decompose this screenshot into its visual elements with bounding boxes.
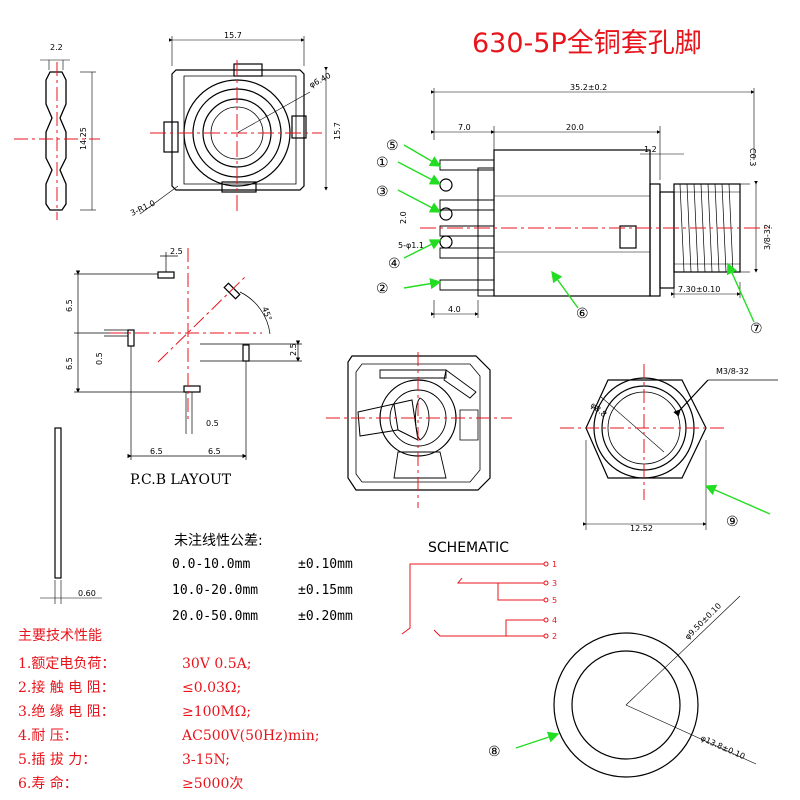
- profile-dim-c: 1.2: [644, 145, 657, 154]
- spec-value: ≥5000次: [182, 776, 243, 792]
- internal-centerlines: [326, 352, 512, 508]
- tolerance-title: 未注线性公差:: [174, 533, 263, 549]
- pcb-dim-1: 2.5: [170, 247, 183, 256]
- pcb-dim-2: 6.5: [65, 299, 74, 312]
- callout-1: ①: [376, 155, 389, 171]
- washer-view: [553, 595, 757, 778]
- schematic-lines: [401, 561, 549, 639]
- pcb-layout: [74, 252, 302, 460]
- side-profile: [431, 88, 758, 318]
- front-radius: 3-R1.0: [129, 199, 157, 218]
- profile-callout-arrows: [397, 144, 755, 323]
- spec-value: 3-15N;: [182, 752, 230, 768]
- title: 630-5P全铜套孔脚: [472, 28, 702, 59]
- profile-dim-e: 2.0: [399, 211, 408, 224]
- spec-value: ≥100MΩ;: [182, 704, 251, 720]
- callout-5: ⑤: [386, 138, 399, 154]
- tolerance-value: ±0.15mm: [298, 583, 353, 598]
- callout-9-arrow: [704, 484, 771, 515]
- schematic-pin-5: 5: [552, 596, 557, 605]
- profile-chamfer: C0.3: [748, 148, 757, 166]
- spec-label: 6.寿 命：: [18, 775, 78, 792]
- tolerance-range: 0.0-10.0mm: [172, 557, 250, 572]
- callout-7: ⑦: [750, 321, 763, 337]
- tolerance-rows: 0.0-10.0mm ±0.10mm 10.0-20.0mm ±0.15mm 2…: [172, 557, 353, 624]
- profile-dim-a: 7.0: [458, 123, 471, 132]
- spec-label: 1.额定电负荷：: [18, 656, 115, 672]
- profile-overall-dim: 35.2±0.2: [570, 83, 607, 92]
- side-view: [40, 59, 96, 211]
- callout-3: ③: [376, 184, 389, 200]
- side-view-centerlines: [14, 62, 100, 220]
- front-width-dim: 15.7: [224, 31, 242, 40]
- side-height-dim: 14.25: [79, 127, 88, 150]
- spec-label: 5.插 拔 力：: [18, 752, 96, 768]
- nut-width: 12.52: [630, 524, 653, 533]
- schematic-label: SCHEMATIC: [428, 540, 509, 556]
- internal-view: [347, 355, 491, 491]
- washer-outer: φ13.8±0.10: [699, 734, 746, 762]
- tolerance-value: ±0.10mm: [298, 557, 353, 572]
- pcb-layout-label: P.C.B LAYOUT: [130, 472, 232, 488]
- front-view-centerlines: [150, 60, 322, 212]
- pcb-centerlines: [110, 248, 262, 420]
- spec-label: 4.耐 压：: [18, 728, 78, 744]
- tolerance-value: ±0.20mm: [298, 609, 353, 624]
- pin-width-dim: 0.60: [78, 589, 96, 598]
- nut-thread: M3/8-32: [716, 367, 749, 376]
- spec-value: ≤0.03Ω;: [182, 680, 241, 696]
- profile-dim-d: 4.0: [448, 305, 461, 314]
- schematic-pin-3: 3: [552, 579, 557, 588]
- callout-2: ②: [376, 281, 389, 297]
- pcb-dim-6: 0.5: [206, 419, 219, 428]
- pcb-dim-8: 6.5: [208, 447, 221, 456]
- callout-9: ⑨: [726, 514, 739, 530]
- pcb-angle: 45°: [260, 306, 273, 322]
- pin-view: [40, 427, 102, 604]
- spec-label: 3.绝 缘 电 阻：: [18, 704, 115, 720]
- side-top-dim: 2.2: [50, 43, 63, 52]
- profile-hole: 5-φ1.1: [398, 241, 424, 250]
- washer-inner: φ9.50±0.10: [683, 601, 723, 641]
- specs-title: 主要技术性能: [18, 628, 102, 644]
- callout-8: ⑧: [488, 744, 501, 760]
- pcb-dim-4: 0.5: [95, 352, 104, 365]
- spec-value: AC500V(50Hz)min;: [181, 728, 319, 744]
- spec-value: 30V 0.5A;: [182, 656, 251, 672]
- pcb-dim-3: 6.5: [65, 357, 74, 370]
- callout-8-arrow: [515, 731, 560, 749]
- callout-4: ④: [388, 256, 401, 272]
- pcb-dim-5: 2.5: [289, 343, 298, 356]
- spec-label: 2.接 触 电 阻：: [18, 679, 115, 696]
- callout-6: ⑥: [576, 306, 589, 322]
- nut-view: [583, 377, 778, 530]
- tolerance-range: 10.0-20.0mm: [172, 583, 258, 598]
- front-view: [139, 36, 328, 215]
- profile-dim-b: 20.0: [566, 123, 584, 132]
- specs-rows: 1.额定电负荷： 30V 0.5A; 2.接 触 电 阻： ≤0.03Ω; 3.…: [18, 656, 319, 792]
- tolerance-range: 20.0-50.0mm: [172, 609, 258, 624]
- schematic-pin-2: 2: [552, 632, 557, 641]
- front-height-dim: 15.7: [333, 122, 342, 140]
- nut-centerlines: [560, 364, 728, 500]
- front-diameter: φ6.40: [308, 71, 333, 90]
- pcb-dim-7: 6.5: [150, 447, 163, 456]
- profile-thread: 3/8-32: [763, 224, 772, 250]
- schematic-pin-4: 4: [552, 616, 557, 625]
- profile-nut-width: 7.30±0.10: [678, 285, 720, 294]
- schematic-pin-1: 1: [552, 560, 557, 569]
